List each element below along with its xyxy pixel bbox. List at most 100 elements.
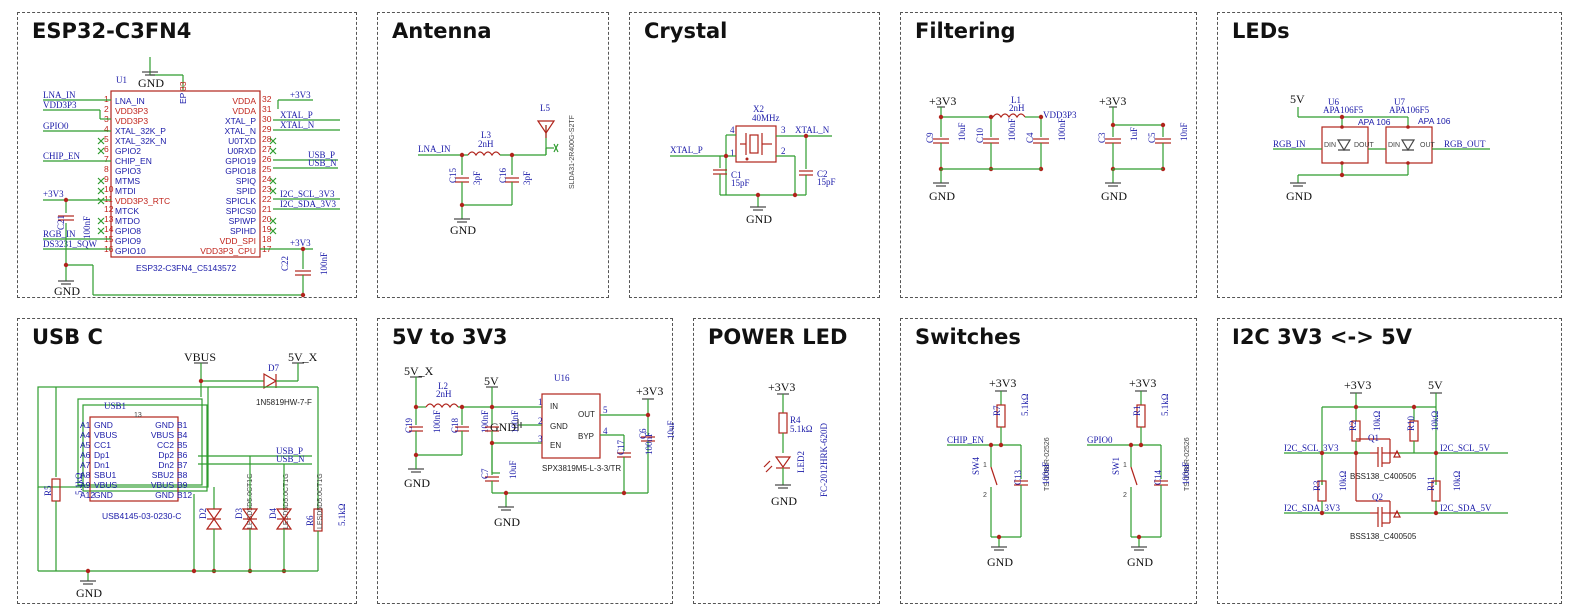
- tvs-part: LESD5D5.0CT1G: [283, 473, 290, 529]
- usb-pin-left: CC1: [94, 440, 111, 450]
- usb-pin-num: B6: [177, 450, 188, 460]
- esp32-pin-num: 5: [104, 134, 109, 144]
- c21-ref: C21: [56, 215, 66, 230]
- panel-antenna: Antenna LNA_IN L3 2nH L5 SLDA31-2R400G-S…: [377, 12, 609, 298]
- tvs-part: LESD5D5.0CT1G: [317, 473, 324, 529]
- c22-val: 100nF: [319, 252, 329, 275]
- x2-freq: 40MHz: [752, 113, 780, 123]
- net-sqw: DS3231_SQW: [43, 239, 98, 249]
- l3-val: 2nH: [478, 139, 494, 149]
- esp32-pin-right: SPID: [236, 186, 256, 196]
- c1-ref: C1: [731, 170, 742, 180]
- c1-val: 15pF: [731, 178, 750, 188]
- u7-out: OUT: [1420, 142, 1436, 149]
- esp32-pin-left: LNA_IN: [115, 96, 145, 106]
- net-scl-3v3: I2C_SCL_3V3: [280, 189, 335, 199]
- led2-diode: [774, 456, 792, 469]
- net-3v3-cpu: +3V3: [290, 238, 311, 248]
- panel-title: Switches: [915, 325, 1021, 349]
- usbc-5vx: 5V_X: [288, 350, 318, 364]
- reg-3v3: +3V3: [636, 384, 663, 398]
- net-usb-p: USB_P: [308, 150, 335, 160]
- q1-ref: Q1: [1368, 433, 1379, 443]
- u16-pin3: 3: [538, 434, 543, 444]
- sw-pin2: 2: [1123, 492, 1127, 499]
- esp32-pin-left: GPIO2: [115, 146, 141, 156]
- panel-esp32: ESP32-C3FN4 GND EP 33 U1 ESP32-C3FN4_C51…: [17, 12, 357, 298]
- esp32-pin-num: 32: [262, 94, 272, 104]
- panel-title: USB C: [32, 325, 103, 349]
- i2c-3v3: +3V3: [1344, 378, 1371, 392]
- c6-ref: C6: [638, 428, 648, 439]
- q1-mosfet: [1356, 438, 1401, 467]
- reg-5vx: 5V_X: [404, 364, 434, 378]
- u16-gnd: GND: [550, 422, 568, 431]
- l2-val: 2nH: [436, 389, 452, 399]
- cap-ref: C3: [1097, 132, 1107, 143]
- r10-val: 10kΩ: [1430, 411, 1440, 432]
- tvs-ref: D3: [234, 508, 244, 519]
- no-connect-marker: [269, 217, 277, 225]
- xtal-n-net: XTAL_N: [795, 125, 830, 135]
- u6-led-symbol: [1336, 139, 1352, 152]
- esp32-pin-num: 11: [104, 194, 113, 204]
- esp32-pin-num: 2: [104, 104, 109, 114]
- sw-pin2: 2: [983, 492, 987, 499]
- c7-val: 10uF: [508, 460, 518, 479]
- cap-val: 100nF: [1057, 118, 1067, 141]
- net-usb-n: USB_N: [308, 158, 337, 168]
- sw-ref: SW4: [971, 457, 981, 476]
- c22-ref: C22: [280, 256, 290, 271]
- cap-ref: C4: [1025, 132, 1035, 143]
- esp32-pin-num: 1: [104, 94, 109, 104]
- net-rgb-in: RGB_IN: [43, 229, 76, 239]
- q2-ref: Q2: [1372, 492, 1383, 502]
- usb-pin-num: A5: [80, 440, 91, 450]
- usb-pin-right: GND: [155, 420, 174, 430]
- esp32-pin-right: VDD_SPI: [220, 236, 256, 246]
- r5-ref: R5: [43, 485, 53, 496]
- u7-name: APA 106: [1418, 116, 1451, 126]
- c17-val: 100nF: [644, 432, 654, 455]
- c18b-val: 100nF: [510, 410, 520, 433]
- u16-byp: BYP: [578, 432, 594, 441]
- sw-net: GPIO0: [1087, 435, 1113, 445]
- esp32-pin-num: 4: [104, 124, 109, 134]
- i2c-sda-5v: I2C_SDA_5V: [1440, 503, 1492, 513]
- usb-pin-right: GND: [155, 490, 174, 500]
- esp32-pin-num: 29: [262, 124, 272, 134]
- esp32-pin-num: 10: [104, 184, 114, 194]
- usb-pin-num: A12: [80, 490, 95, 500]
- esp32-pin-num: 23: [262, 184, 272, 194]
- ant-net-lna-in: LNA_IN: [418, 144, 451, 154]
- u16-ldo: [541, 393, 601, 459]
- esp32-pin-num: 14: [104, 224, 114, 234]
- esp32-pin-num: 13: [104, 214, 114, 224]
- leds-gnd: GND: [1286, 189, 1312, 203]
- r6-ref: R6: [305, 515, 315, 526]
- pushbutton-switch: [1130, 466, 1138, 486]
- esp32-pin-num: 22: [262, 194, 272, 204]
- esp32-pin-left: MTDO: [115, 216, 140, 226]
- u6-part: APA106F5: [1323, 105, 1364, 115]
- x2-crystal: [735, 125, 777, 163]
- l2-ref: L2: [438, 381, 448, 391]
- no-connect-marker: [97, 147, 105, 155]
- esp32-pin-num: 21: [262, 204, 272, 214]
- esp32-pin-num: 6: [104, 144, 109, 154]
- cap-val: 1uF: [1129, 127, 1139, 141]
- usb1-part: USB4145-03-0230-C: [102, 511, 181, 521]
- c18-val: 100nF: [480, 410, 490, 433]
- panel-i2c: I2C 3V3 <-> 5V +3V3 5V R2 10kΩ R10 10kΩ …: [1217, 318, 1562, 604]
- esp32-pin-right: SPIQ: [236, 176, 257, 186]
- esp32-pin-right: VDDA: [232, 106, 256, 116]
- c15-ref: C15: [448, 167, 458, 183]
- esp32-pin-left: GPIO10: [115, 246, 146, 256]
- sw-r-ref: R1: [1132, 405, 1142, 416]
- antenna-schematic: LNA_IN L3 2nH L5 SLDA31-2R400G-S2TF GND …: [418, 103, 576, 237]
- net-xtal-p: XTAL_P: [280, 110, 313, 120]
- no-connect-marker: [269, 147, 277, 155]
- usb-pin-num: B4: [177, 430, 188, 440]
